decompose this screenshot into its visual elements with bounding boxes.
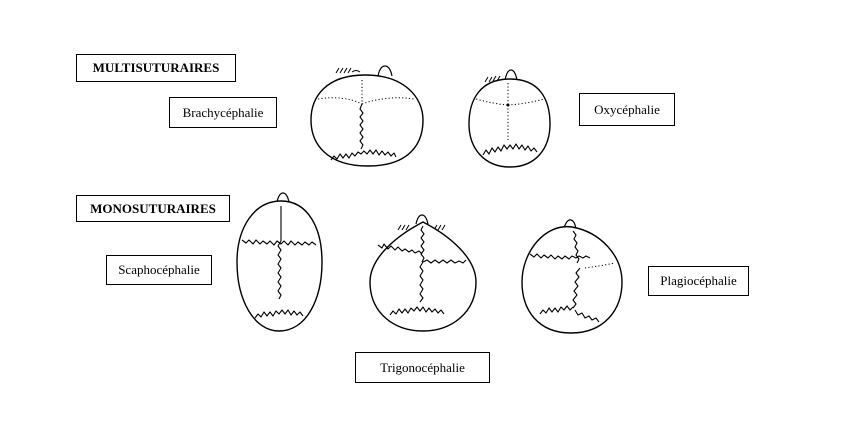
label-oxycephalie: Oxycéphalie bbox=[579, 93, 675, 126]
label-scaphocephalie: Scaphocéphalie bbox=[106, 255, 212, 285]
multisuturaires-heading: MULTISUTURAIRES bbox=[76, 54, 236, 82]
oxycephaly-skull-drawing bbox=[468, 69, 551, 168]
label-trigonocephalie: Trigonocéphalie bbox=[355, 352, 490, 383]
plagiocephaly-skull-drawing bbox=[521, 219, 623, 334]
label-plagiocephalie: Plagiocéphalie bbox=[648, 266, 749, 296]
label-brachycephalie: Brachycéphalie bbox=[169, 97, 277, 128]
trigonocephaly-skull-drawing bbox=[369, 214, 477, 332]
scaphocephaly-skull-drawing bbox=[236, 192, 323, 332]
brachycephaly-skull-drawing bbox=[310, 65, 424, 167]
monosuturaires-heading: MONOSUTURAIRES bbox=[76, 195, 230, 222]
